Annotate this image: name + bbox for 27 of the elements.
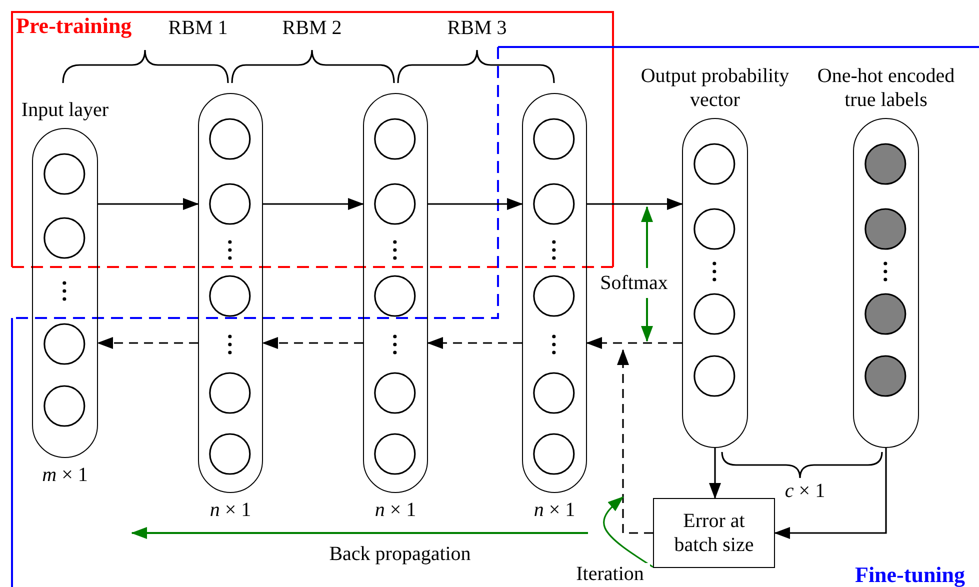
layer-heading: One-hot encoded true labels bbox=[816, 64, 956, 112]
layer-size-label: m × 1 bbox=[41, 464, 89, 487]
process-box: Error at batch size bbox=[653, 498, 775, 568]
text-label: RBM 3 bbox=[446, 17, 508, 39]
arrow bbox=[428, 198, 523, 210]
arrow bbox=[587, 198, 683, 210]
region-title: Fine-tuning bbox=[855, 563, 966, 587]
layer-size-label: n × 1 bbox=[374, 499, 418, 522]
arrow bbox=[262, 337, 363, 349]
layer-heading: Input layer bbox=[20, 98, 110, 122]
text-label: c × 1 bbox=[784, 480, 826, 502]
text-label: RBM 2 bbox=[281, 17, 343, 39]
arrow bbox=[709, 448, 721, 499]
arrow bbox=[774, 448, 887, 539]
arrow bbox=[97, 337, 198, 349]
text-label: RBM 1 bbox=[167, 17, 229, 39]
region-title: Pre-training bbox=[16, 14, 132, 38]
arrow bbox=[98, 198, 199, 210]
arrow bbox=[586, 337, 682, 349]
layer-size-label: n × 1 bbox=[532, 499, 576, 522]
arrow bbox=[427, 337, 522, 349]
arrow bbox=[603, 496, 654, 568]
text-label: Back propagation bbox=[328, 543, 472, 565]
layer-size-label: n × 1 bbox=[208, 499, 252, 522]
arrow bbox=[617, 349, 653, 534]
arrow bbox=[263, 198, 364, 210]
layer-heading: Output probability vector bbox=[640, 64, 790, 112]
